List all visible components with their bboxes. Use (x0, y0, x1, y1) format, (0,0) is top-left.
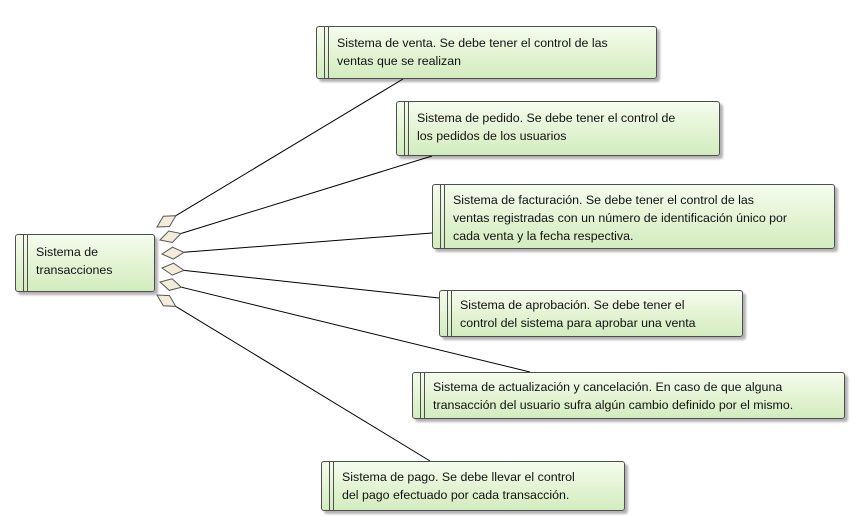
central-system-label: Sistema de transacciones (36, 245, 113, 277)
connector-line-pedido[interactable] (180, 155, 433, 234)
composition-diamond-actualizacion (158, 278, 183, 291)
requirement-venta-label: Sistema de venta. Se debe tener el contr… (337, 36, 608, 68)
requirement-pedido[interactable]: Sistema de pedido. Se debe tener el cont… (396, 101, 720, 156)
composition-diamond-aprobacion (160, 262, 185, 276)
box-marker (23, 235, 28, 291)
central-system-box[interactable]: Sistema de transacciones (15, 234, 155, 292)
box-marker (404, 102, 409, 155)
requirement-pedido-label: Sistema de pedido. Se debe tener el cont… (417, 111, 676, 143)
requirement-facturacion-label: Sistema de facturación. Se debe tener el… (453, 193, 788, 243)
requirement-pago-label: Sistema de pago. Se debe llevar el contr… (342, 470, 575, 502)
requirement-actualizacion[interactable]: Sistema de actualización y cancelación. … (412, 372, 845, 419)
composition-diamond-pago (156, 294, 177, 307)
box-marker (324, 27, 329, 78)
connector-line-pago[interactable] (175, 306, 431, 462)
requirement-pago[interactable]: Sistema de pago. Se debe llevar el contr… (321, 461, 625, 511)
requirement-facturacion[interactable]: Sistema de facturación. Se debe tener el… (432, 184, 835, 249)
box-marker (447, 291, 452, 336)
box-marker (420, 373, 425, 418)
connector-line-actualizacion[interactable] (181, 286, 531, 373)
box-marker (329, 462, 334, 510)
composition-diamond-facturacion (160, 246, 185, 260)
box-marker (440, 185, 445, 248)
connectors (156, 78, 531, 462)
requirement-aprobacion-label: Sistema de aprobación. Se debe tener el … (460, 298, 696, 330)
composition-diamond-venta (156, 215, 177, 228)
requirement-venta[interactable]: Sistema de venta. Se debe tener el contr… (316, 26, 657, 79)
connector-line-facturacion[interactable] (183, 232, 433, 253)
requirement-actualizacion-label: Sistema de actualización y cancelación. … (433, 380, 794, 412)
composition-diamond-pedido (159, 230, 182, 244)
connector-line-aprobacion[interactable] (183, 269, 440, 299)
connector-line-venta[interactable] (175, 78, 404, 217)
requirement-aprobacion[interactable]: Sistema de aprobación. Se debe tener el … (439, 290, 743, 337)
